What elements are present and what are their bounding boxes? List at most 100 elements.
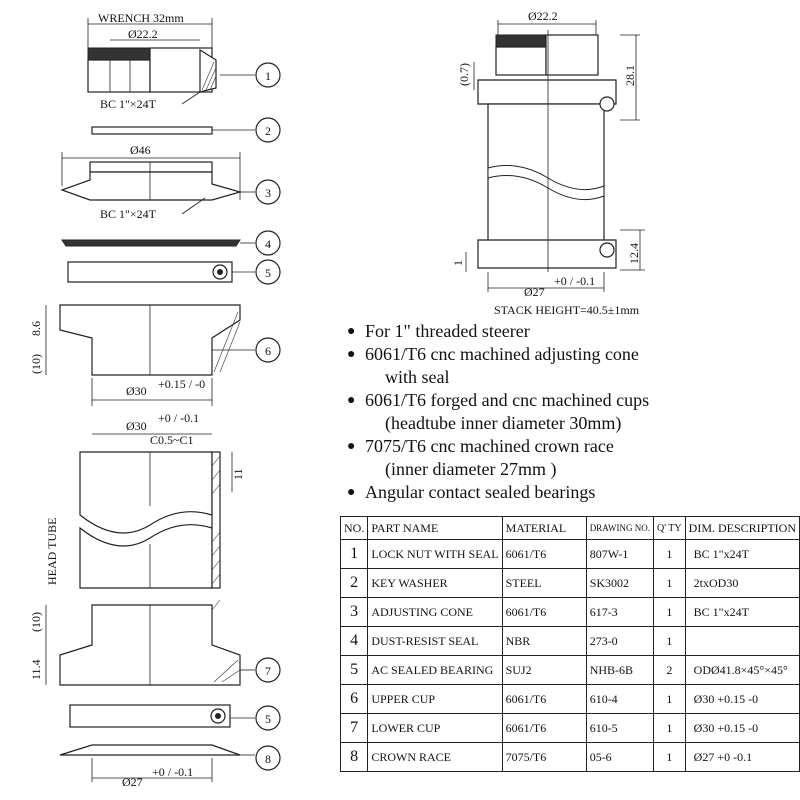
cell-drawing-no: SK3002 [585,568,654,598]
bullet-icon: ● [347,485,356,500]
lock-nut-thread-dim: BC 1"×24T [100,97,157,111]
cell-dim-desc: BC 1"x24T [684,597,800,627]
cell-material: 6061/T6 [501,539,587,569]
cell-qty: 1 [652,568,686,598]
assembly-bottom-height-dim: 12.4 [627,243,641,264]
cell-no: 8 [339,742,369,772]
chamfer-depth-dim: 11 [231,468,245,480]
crown-race-id-tol: +0 / -0.1 [152,765,193,779]
cell-qty: 1 [652,539,686,569]
bearing-part-bottom [69,704,231,728]
callout-5b: 5 [265,712,271,726]
cell-dim-desc: 2txOD30 [684,568,800,598]
assembly-race-dim: 1 [451,260,465,266]
col-dim-desc: DIM. DESCRIPTION [684,516,800,540]
cell-part-name: CROWN RACE [367,742,503,772]
cell-part-name: LOCK NUT WITH SEAL [367,539,503,569]
cell-no: 5 [339,655,369,685]
crown-race-id-dim: Ø27 [122,775,143,789]
head-tube-id-tol: +0 / -0.1 [158,411,199,425]
cell-material: 6061/T6 [501,684,587,714]
lock-nut-part: WRENCH 32mm Ø22.2 BC 1"×24T [87,11,217,111]
cell-part-name: AC SEALED BEARING [367,655,503,685]
cell-drawing-no: 617-3 [585,597,654,627]
cell-dim-desc: BC 1"x24T [684,539,800,569]
callouts: 1 2 3 4 5 6 7 5 8 [212,62,281,771]
cell-drawing-no: 273-0 [585,626,654,656]
bullet-icon: ● [347,324,356,339]
bearing-part-top [67,261,233,283]
lower-cup-insert-dim: (10) [29,612,43,632]
upper-cup-part: 8.6 (10) Ø30 +0.15 / -0 [29,304,241,406]
wrench-dim: WRENCH 32mm [98,11,184,25]
cell-no: 4 [339,626,369,656]
callout-1: 1 [265,69,271,83]
bullet-icon: ● [347,347,356,362]
cell-dim-desc: ODØ41.8×45°×45° [684,655,800,685]
callout-4: 4 [265,237,271,251]
assembly-race-id-tol: +0 / -0.1 [554,274,595,288]
upper-cup-od-tol: +0.15 / -0 [158,377,205,391]
assembly-top-height-dim: 28.1 [623,65,637,86]
cell-dim-desc: Ø30 +0.15 -0 [684,684,800,714]
callout-6: 6 [265,344,271,358]
cell-qty: 1 [652,597,686,627]
cell-qty: 1 [652,713,686,743]
cell-qty: 1 [652,626,686,656]
cell-material: STEEL [501,568,587,598]
assembly-view: Ø22.2 28.1 (0.7) 12.4 1 Ø27 +0 / -0.1 ST… [451,9,645,317]
cone-thread-dim: BC 1"×24T [100,207,157,221]
cell-material: NBR [501,626,587,656]
cell-drawing-no: 610-5 [585,713,654,743]
cell-dim-desc [684,626,800,656]
assembly-gap-dim: (0.7) [457,63,471,86]
cell-part-name: ADJUSTING CONE [367,597,503,627]
cell-part-name: DUST-RESIST SEAL [367,626,503,656]
cell-part-name: KEY WASHER [367,568,503,598]
cell-no: 2 [339,568,369,598]
table-header-row: NO. PART NAME MATERIAL DRAWING NO. Q' TY… [339,516,800,540]
callout-8: 8 [265,752,271,766]
bullet-icon: ● [347,439,356,454]
cell-qty: 1 [652,684,686,714]
feature-item: ●6061/T6 forged and cnc machined cups(he… [347,390,650,433]
lower-cup-part: (10) 11.4 [29,599,241,686]
col-material: MATERIAL [501,516,587,540]
callout-5a: 5 [265,266,271,280]
cell-dim-desc: Ø30 +0.15 -0 [684,713,800,743]
cell-material: SUJ2 [501,655,587,685]
crown-race-part: Ø27 +0 / -0.1 [59,744,241,789]
dust-seal-part [61,239,241,247]
col-no: NO. [339,516,369,540]
feature-item: ●7075/T6 cnc machined crown race(inner d… [347,436,614,479]
cell-part-name: UPPER CUP [367,684,503,714]
feature-item: ●Angular contact sealed bearings [347,482,596,502]
callout-7: 7 [265,664,271,678]
cell-no: 1 [339,539,369,569]
cell-material: 6061/T6 [501,597,587,627]
cell-no: 7 [339,713,369,743]
head-tube-label: HEAD TUBE [45,518,59,585]
cell-part-name: LOWER CUP [367,713,503,743]
chamfer-dim: C0.5~C1 [150,433,194,447]
upper-cup-insert-dim: (10) [29,354,43,374]
cell-dim-desc: Ø27 +0 -0.1 [684,742,800,772]
col-part-name: PART NAME [367,516,503,540]
cell-drawing-no: 05-6 [585,742,654,772]
assembly-bore-dim: Ø22.2 [528,9,558,23]
upper-cup-flange-dim: 8.6 [29,321,43,336]
cell-drawing-no: 807W-1 [585,539,654,569]
col-qty: Q' TY [652,516,686,540]
feature-item: ●For 1" threaded steerer [347,321,530,341]
bullet-icon: ● [347,393,356,408]
cell-qty: 1 [652,742,686,772]
adjusting-cone-part: Ø46 BC 1"×24T [60,143,243,221]
